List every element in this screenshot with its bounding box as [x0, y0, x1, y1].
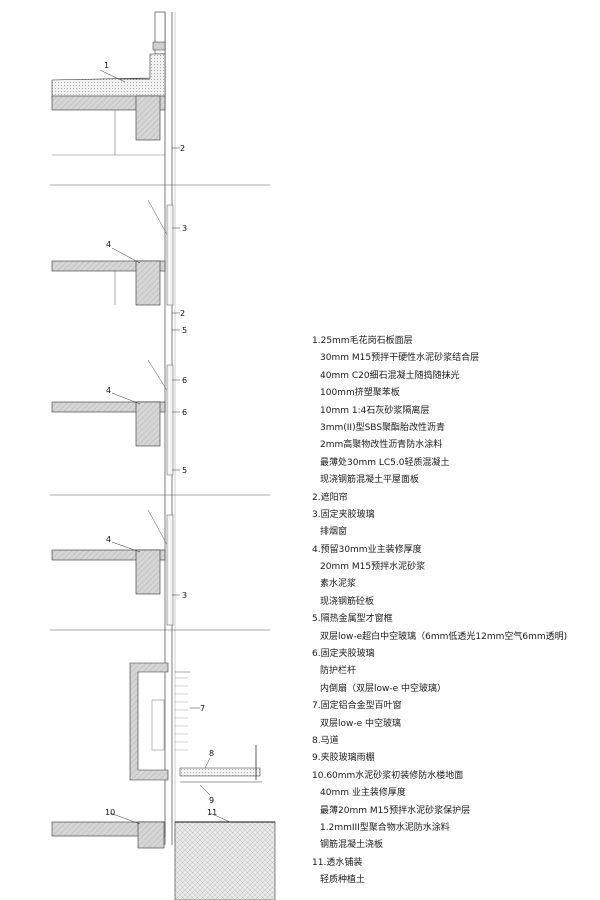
legend-line: 双层low-e 中空玻璃	[320, 718, 402, 729]
callout-10: 10	[105, 808, 115, 817]
callout-11: 11	[207, 808, 217, 817]
roof-detail	[51, 11, 166, 156]
legend-line: 30mm M15预拌干硬性水泥砂浆结合层	[320, 353, 480, 364]
legend-line: 3.固定夹胶玻璃	[312, 509, 375, 520]
legend-line: 排烟窗	[320, 527, 348, 538]
callout-2-mid: 2	[180, 309, 185, 318]
legend-line: 轻质种植土	[320, 875, 366, 886]
legend-line: 10mm 1:4石灰砂浆隔离层	[320, 405, 430, 416]
legend-line: 40mm 业主装修厚度	[320, 788, 406, 799]
legend-line: 最薄20mm M15预拌水泥砂浆保护层	[320, 805, 471, 816]
callout-8: 8	[209, 749, 214, 758]
callout-3-lower: 3	[182, 591, 187, 600]
callout-6-middle: 6	[182, 408, 187, 417]
legend-line: 现浇钢筋砼板	[320, 596, 375, 607]
legend-line: 11.透水铺装	[312, 857, 363, 868]
legend-line: 10.60mm水泥砂浆初装修防水楼地面	[312, 770, 464, 781]
legend-line: 1.2mmIII型聚合物水泥防水涂料	[320, 822, 450, 833]
legend-line: 7.固定铝合金型百叶窗	[312, 701, 402, 712]
callout-1: 1	[104, 61, 109, 70]
callout-5-lower: 5	[182, 466, 187, 475]
legend-line: 双层low-e超白中空玻璃（6mm低透光12mm空气6mm透明)	[320, 631, 568, 642]
legend-line: 5.隔热金属型才窗框	[312, 614, 393, 625]
ground-detail	[51, 821, 276, 900]
legend-line: 8.马道	[312, 735, 339, 746]
legend-line: 最薄处30mm LC5.0轻质混凝土	[320, 457, 450, 468]
legend-line: 9.夹胶玻璃雨棚	[312, 753, 375, 764]
legend-line: 2mm高聚物改性沥青防水涂料	[320, 440, 443, 451]
callout-3-top: 3	[182, 224, 187, 233]
legend-line: 内倒扇（双层low-e 中空玻璃）	[320, 683, 447, 694]
break-marks	[50, 184, 270, 631]
legend-line: 现浇钢筋混凝土平屋面板	[320, 475, 420, 486]
glazing-upper	[147, 199, 174, 626]
floor-slab-lower	[51, 549, 166, 595]
legend-line: 40mm C20细石混凝土随捣随抹光	[320, 370, 460, 381]
legend-line: 防护栏杆	[320, 666, 357, 677]
callout-9: 9	[209, 796, 214, 805]
callout-6-upper: 6	[182, 376, 187, 385]
callout-2-top: 2	[180, 144, 185, 153]
callout-4-upper: 4	[106, 240, 111, 249]
legend-line: 20mm M15预拌水泥砂浆	[320, 562, 426, 573]
legend-line: 6.固定夹胶玻璃	[312, 649, 375, 660]
callout-4-lower: 4	[106, 535, 111, 544]
legend-line: 素水泥浆	[320, 579, 357, 590]
floor-slab-upper	[51, 260, 166, 306]
louver-catwalk	[129, 662, 262, 783]
callout-5-upper: 5	[182, 326, 187, 335]
legend-line: 4.预留30mm业主装修厚度	[312, 544, 422, 555]
legend-line: 2.遮阳帘	[312, 492, 348, 503]
floor-slab-middle	[51, 401, 166, 447]
legend-line: 钢筋混凝土浇板	[320, 840, 384, 851]
legend-line: 1.25mm毛花岗石板面层	[312, 336, 413, 346]
callout-7: 7	[200, 704, 205, 713]
material-legend: 1.25mm毛花岗石板面层 30mm M15预拌干硬性水泥砂浆结合层 40mm C2…	[312, 333, 600, 890]
legend-line: 3mm(II)型SBS聚酯胎改性沥青	[320, 422, 446, 433]
callout-4-middle: 4	[106, 386, 111, 395]
leader-lines	[99, 69, 231, 825]
legend-line: 100mm挤塑聚苯板	[320, 388, 400, 399]
